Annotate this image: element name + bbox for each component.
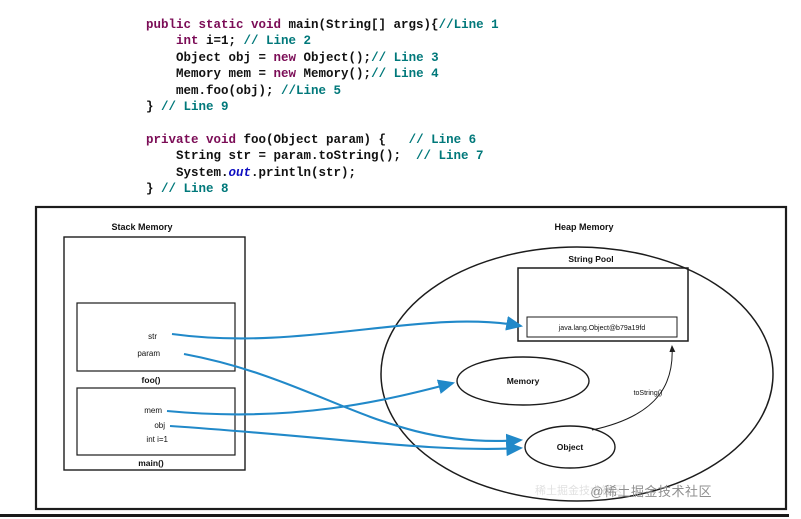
memory-ellipse bbox=[456, 356, 590, 406]
code-segment-pl: Object obj = bbox=[146, 50, 274, 65]
diagram-outer-frame bbox=[34, 205, 788, 511]
code-segment-pl: .println(str); bbox=[251, 165, 357, 180]
heap-ellipse bbox=[380, 246, 774, 502]
code-segment-pl: i=1; bbox=[198, 34, 244, 49]
code-segment-pl: } bbox=[146, 100, 162, 115]
code-segment-kw: int bbox=[176, 34, 199, 49]
code-line bbox=[146, 115, 499, 131]
code-segment-kw: new bbox=[273, 67, 297, 82]
object-ellipse bbox=[524, 425, 616, 469]
var-int-i: int i=1 bbox=[146, 435, 168, 444]
foo-frame-label: foo() bbox=[142, 375, 161, 385]
main-frame-label: main() bbox=[138, 458, 164, 468]
foo-frame-box bbox=[76, 302, 236, 372]
code-line: private void foo(Object param) { // Line… bbox=[146, 132, 499, 148]
watermark-faint: 稀土掘金技术社区 bbox=[535, 485, 623, 497]
code-segment-cm: // Line 9 bbox=[161, 100, 229, 115]
tostring-label: toString() bbox=[634, 390, 663, 397]
var-mem: mem bbox=[144, 406, 162, 415]
code-segment-kw: public static void bbox=[146, 18, 289, 32]
code-segment-pl: mem.foo(obj); bbox=[146, 83, 282, 98]
code-line: } // Line 9 bbox=[146, 99, 499, 115]
stack-memory-box bbox=[63, 236, 246, 471]
memory-diagram-svg: Stack Memory str param foo() mem obj int… bbox=[34, 205, 788, 511]
code-segment-kw: private void bbox=[146, 132, 244, 147]
code-segment-pl: Object(); bbox=[296, 50, 372, 65]
code-segment-pl bbox=[146, 34, 176, 48]
code-segment-cm: //Line 5 bbox=[281, 83, 342, 98]
code-line: public static void main(String[] args){/… bbox=[146, 17, 499, 33]
code-segment-pl: Memory mem = bbox=[146, 67, 274, 82]
code-line: mem.foo(obj); //Line 5 bbox=[146, 83, 499, 99]
var-param: param bbox=[137, 349, 160, 358]
java-code-block: public static void main(String[] args){/… bbox=[146, 17, 499, 197]
arrow-tostring bbox=[591, 345, 676, 431]
code-segment-cm: // Line 8 bbox=[161, 182, 229, 197]
memory-diagram: Stack Memory str param foo() mem obj int… bbox=[34, 205, 790, 518]
code-segment-pl: } bbox=[146, 182, 162, 197]
code-segment-pl: Memory(); bbox=[296, 67, 372, 82]
memory-ellipse-label: Memory bbox=[507, 376, 540, 386]
code-segment-cm: //Line 1 bbox=[438, 18, 499, 32]
code-line: String str = param.toString(); // Line 7 bbox=[146, 148, 499, 164]
string-pool-title: String Pool bbox=[568, 254, 613, 264]
code-segment-pl: foo(Object param) { bbox=[243, 132, 409, 147]
code-segment-pl: String str = param.toString(); bbox=[146, 149, 417, 164]
code-line: System.out.println(str); bbox=[146, 165, 499, 181]
code-line: Object obj = new Object();// Line 3 bbox=[146, 50, 499, 66]
arrow-param-to-object bbox=[183, 352, 524, 449]
code-segment-cm: // Line 7 bbox=[416, 149, 484, 164]
code-line: Memory mem = new Memory();// Line 4 bbox=[146, 66, 499, 82]
code-segment-cm: // Line 3 bbox=[371, 50, 439, 65]
arrow-str-to-stringpool bbox=[171, 316, 524, 340]
code-segment-kw: new bbox=[273, 50, 297, 65]
code-segment-cm: // Line 4 bbox=[371, 67, 439, 82]
main-frame-box bbox=[76, 387, 236, 456]
watermark-text: @稀土掘金技术社区 bbox=[590, 484, 712, 499]
heap-memory-title: Heap Memory bbox=[554, 222, 613, 232]
var-obj: obj bbox=[154, 421, 165, 430]
code-segment-pl: main(String[] args){ bbox=[288, 18, 439, 32]
code-segment-fd: out bbox=[228, 165, 252, 180]
code-line: } // Line 8 bbox=[146, 181, 499, 197]
bottom-frame-line bbox=[0, 514, 789, 517]
arrow-mem-to-memory bbox=[166, 379, 456, 416]
object-ref-box bbox=[526, 316, 678, 338]
code-segment-cm: // Line 6 bbox=[408, 132, 477, 147]
code-segment-cm: // Line 2 bbox=[243, 34, 312, 49]
code-line: int i=1; // Line 2 bbox=[146, 33, 499, 49]
object-ref-text: java.lang.Object@b79a19fd bbox=[558, 325, 646, 332]
var-str: str bbox=[148, 332, 157, 341]
arrow-obj-to-object bbox=[169, 424, 524, 457]
object-ellipse-label: Object bbox=[557, 442, 584, 452]
stack-memory-title: Stack Memory bbox=[111, 222, 172, 232]
code-segment-pl: System. bbox=[146, 165, 229, 180]
string-pool-box bbox=[517, 267, 689, 342]
